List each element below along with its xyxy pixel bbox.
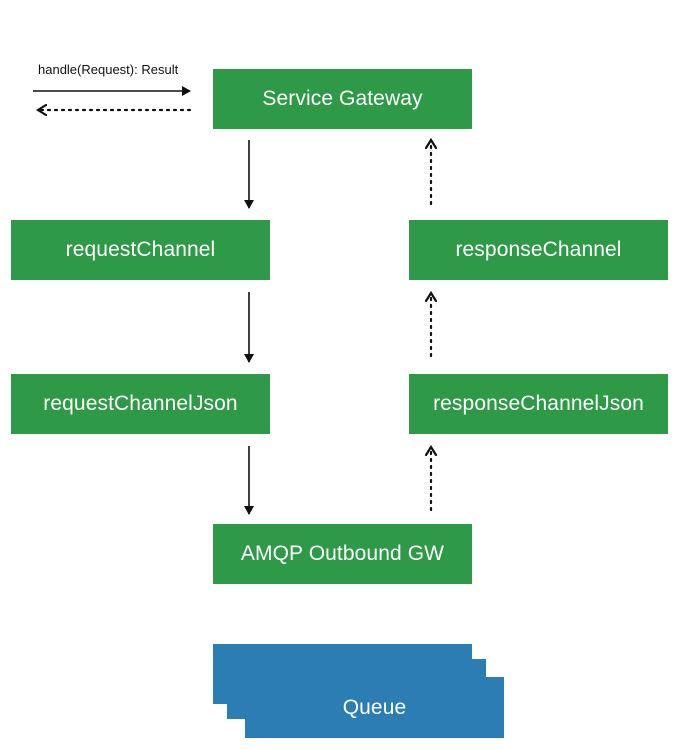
response-channel-node: responseChannel [409, 220, 668, 280]
service-gateway-node: Service Gateway [213, 69, 472, 129]
amqp-outbound-gw-node: AMQP Outbound GW [213, 524, 472, 584]
gateway-method-signature: handle(Request): Result [38, 62, 179, 77]
request-channel-node: requestChannel [11, 220, 270, 280]
response-channel-json-node: responseChannelJson [409, 374, 668, 434]
queue-node: Queue [245, 677, 504, 738]
request-channel-json-node: requestChannelJson [11, 374, 270, 434]
